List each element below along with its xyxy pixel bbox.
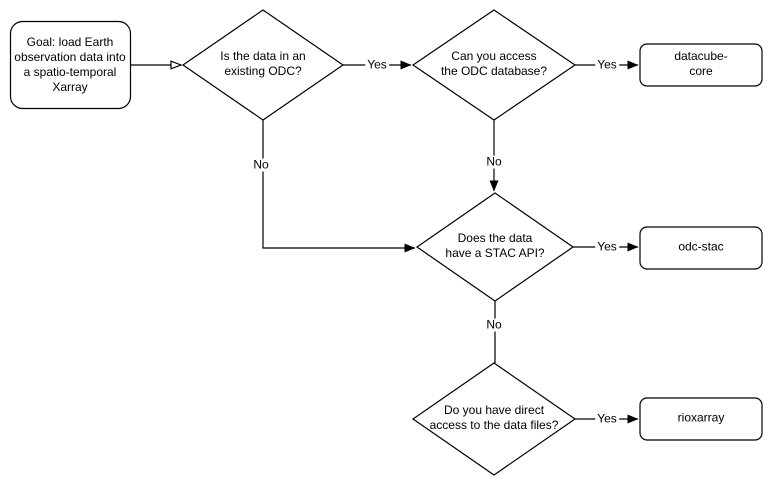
edge-label-existing-odc-yes: Yes (365, 57, 389, 72)
decision-stac-api (415, 192, 575, 302)
result-rioxarray-label: rioxarray (677, 410, 725, 425)
edge-label-existing-odc-no: No (251, 157, 271, 172)
edge-label-access-db-yes: Yes (595, 57, 619, 72)
decision-existing-odc-label: Is the data in an existing ODC? (220, 49, 306, 78)
decision-access-odc-db (411, 9, 577, 121)
edge-label-access-db-no: No (484, 154, 504, 169)
decision-direct-access (411, 362, 577, 476)
result-odc-stac (639, 226, 763, 270)
decision-existing-odc (181, 9, 345, 121)
start-node-label: Goal: load Earth observation data into a… (14, 35, 126, 94)
edge-label-stac-no: No (484, 317, 504, 332)
result-datacube-core-label: datacube-core (674, 49, 728, 78)
decision-stac-api-label: Does the data have a STAC API? (445, 231, 545, 260)
result-rioxarray (639, 397, 763, 441)
decision-access-odc-db-label: Can you access the ODC database? (440, 49, 548, 78)
start-node (9, 20, 132, 110)
decision-direct-access-label: Do you have direct access to the data fi… (429, 403, 559, 432)
result-datacube-core (639, 43, 763, 87)
edge-label-direct-access-yes: Yes (595, 411, 619, 426)
edge-label-stac-yes: Yes (595, 239, 619, 254)
result-odc-stac-label: odc-stac (678, 239, 724, 254)
edge-existing-odc-no (262, 120, 416, 253)
